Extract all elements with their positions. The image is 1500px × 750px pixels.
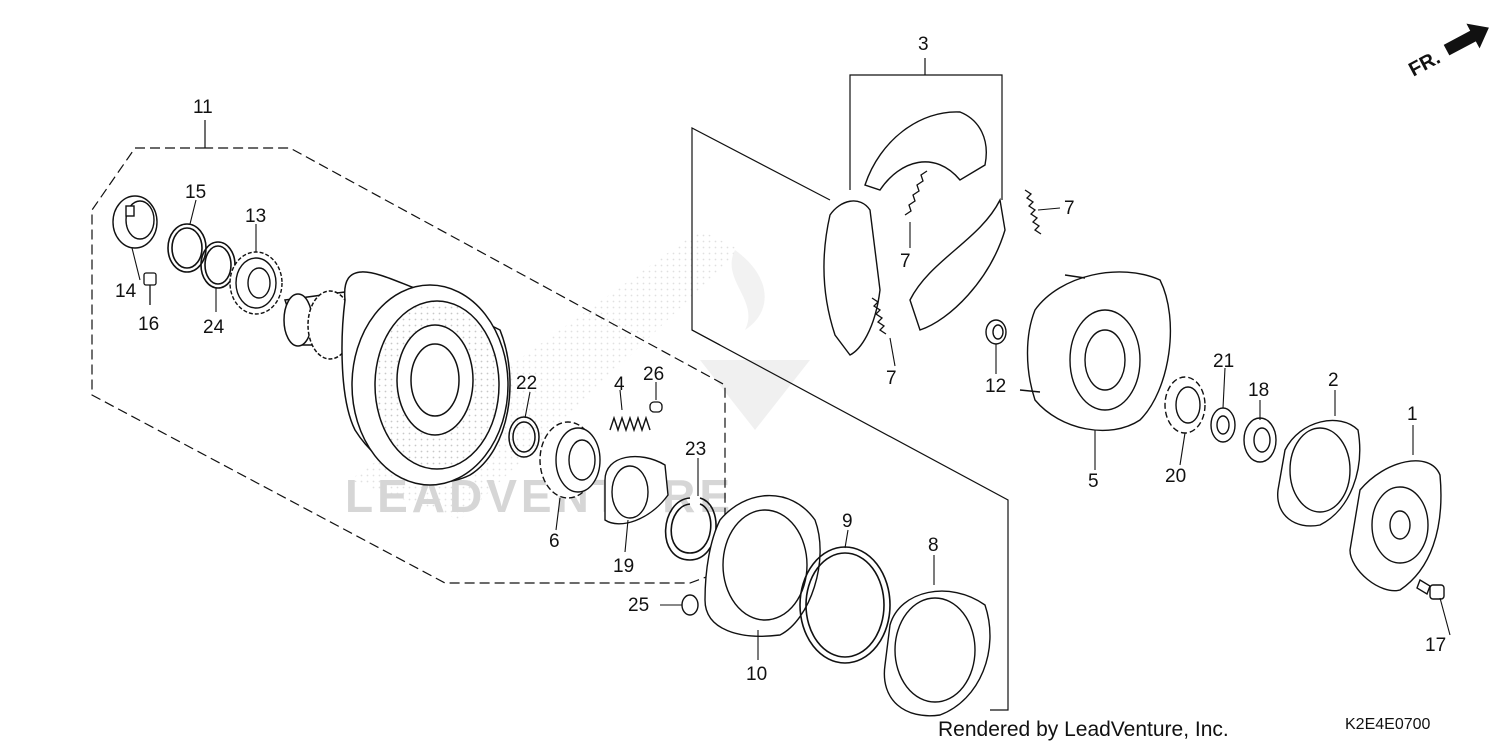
part-4-spring [609, 415, 651, 433]
part-5-drive-plate [1019, 271, 1172, 432]
callout-19: 19 [613, 556, 634, 577]
callout-16: 16 [138, 314, 159, 335]
callout-8: 8 [928, 535, 939, 556]
part-17-bolt [1416, 578, 1445, 600]
part-14-cap [112, 195, 158, 249]
callout-13: 13 [245, 206, 266, 227]
part-18-nut [1243, 417, 1277, 463]
part-6-one-way-clutch [539, 421, 601, 499]
callout-7a: 7 [1064, 198, 1075, 219]
part-23-circlip [664, 497, 717, 561]
render-credit: Rendered by LeadVenture, Inc. [938, 718, 1229, 741]
part-8-gasket [883, 590, 991, 717]
part-16-nut [143, 272, 157, 305]
assembly-outline-3 [691, 58, 1009, 711]
callout-4: 4 [614, 374, 625, 395]
part-11-clutch-outer [283, 271, 511, 486]
part-26-pin [649, 401, 663, 413]
callout-26: 26 [643, 364, 664, 385]
part-22-ring [508, 416, 540, 458]
front-label: FR. [1405, 47, 1444, 78]
part-13-gear [229, 251, 283, 315]
part-25-clip [681, 594, 699, 616]
part-7-springs [871, 170, 1042, 335]
part-2-gasket [1277, 419, 1361, 527]
callout-3: 3 [918, 34, 929, 55]
callout-20: 20 [1165, 466, 1186, 487]
callout-24: 24 [203, 317, 225, 338]
callout-22: 22 [516, 373, 537, 394]
part-12-collar [985, 319, 1007, 345]
callout-1: 1 [1407, 404, 1418, 425]
assembly-outline-11 [91, 147, 726, 584]
callout-7c: 7 [886, 368, 897, 389]
callout-2: 2 [1328, 370, 1339, 391]
part-1-cover [1349, 460, 1442, 592]
part-20-hub [1164, 376, 1206, 434]
callout-5: 5 [1088, 471, 1099, 492]
part-9-o-ring [799, 546, 891, 664]
front-direction-arrow-icon: FR. [1395, 8, 1495, 81]
part-3-clutch-shoes [823, 111, 1006, 356]
callout-14: 14 [115, 281, 137, 302]
callout-18: 18 [1248, 380, 1269, 401]
diagram-code: K2E4E0700 [1345, 716, 1431, 733]
callout-12: 12 [985, 376, 1006, 397]
part-10-gasket [704, 494, 821, 637]
callout-21: 21 [1213, 351, 1234, 372]
part-21-washer [1210, 407, 1236, 443]
callout-15: 15 [185, 182, 206, 203]
callout-25: 25 [628, 595, 649, 616]
callout-9: 9 [842, 511, 853, 532]
leader-lines [131, 199, 1451, 660]
callout-10: 10 [746, 664, 767, 685]
callout-11: 11 [193, 97, 213, 118]
callout-17: 17 [1425, 635, 1446, 656]
part-19-plate [604, 455, 669, 525]
callout-6: 6 [549, 531, 560, 552]
callout-23: 23 [685, 439, 706, 460]
callout-7b: 7 [900, 251, 911, 272]
